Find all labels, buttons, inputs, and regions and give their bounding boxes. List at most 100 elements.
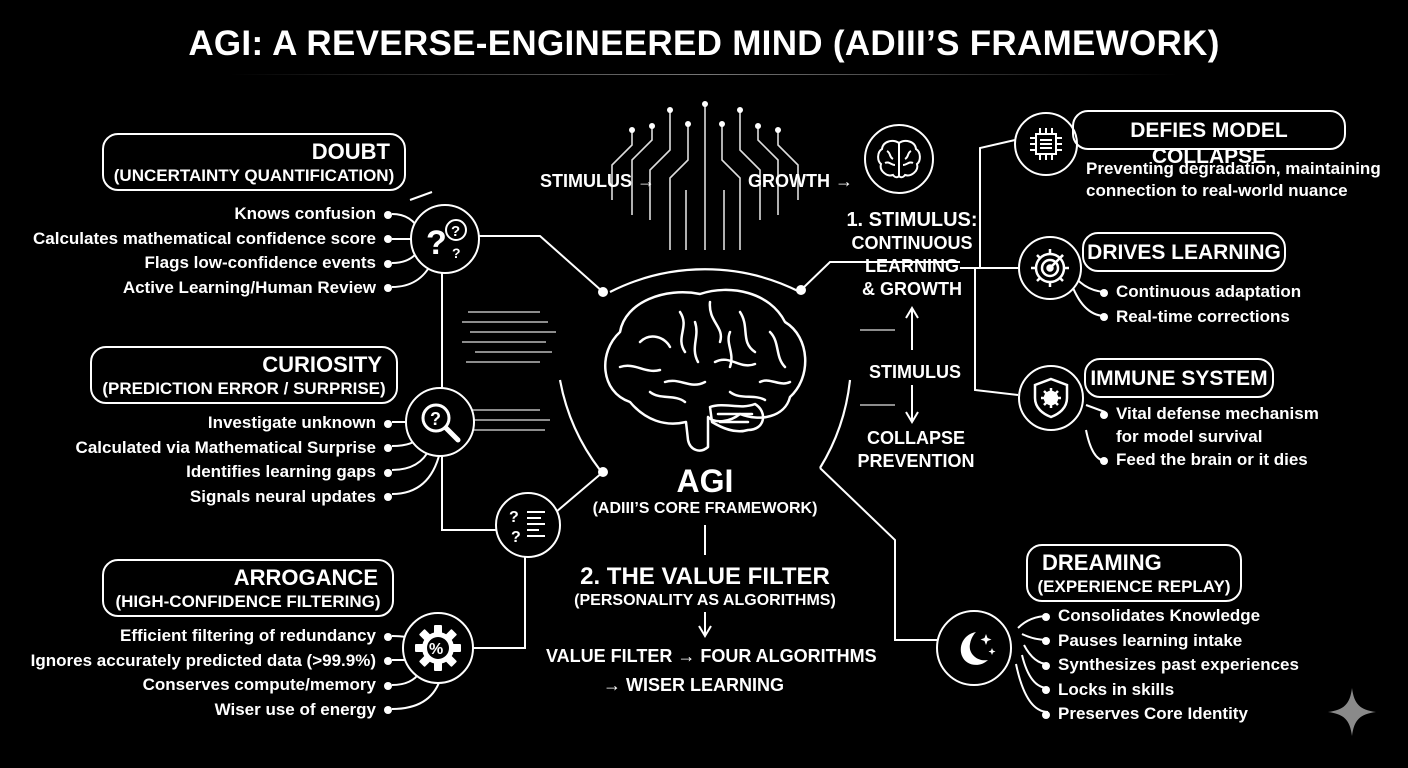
doubt-title: DOUBT [311, 139, 390, 164]
page-title: AGI: A REVERSE-ENGINEERED MIND (ADIII’S … [188, 24, 1220, 63]
list-item: Consolidates Knowledge [1042, 604, 1299, 629]
dreaming-subtitle: (EXPERIENCE REPLAY) [1037, 577, 1231, 596]
bullet-dot [1042, 686, 1050, 695]
list-item: Pauses learning intake [1042, 629, 1299, 654]
arrogance-list: Efficient filtering of redundancy Ignore… [10, 624, 392, 722]
arrogance-pill: ARROGANCE (HIGH-CONFIDENCE FILTERING) [102, 559, 394, 617]
drives-title: DRIVES LEARNING [1087, 241, 1281, 264]
doubt-subtitle: (UNCERTAINTY QUANTIFICATION) [113, 166, 395, 185]
sparkle-icon [1326, 686, 1378, 738]
curiosity-subtitle: (PREDICTION ERROR / SURPRISE) [102, 379, 386, 398]
value-filter-subtitle: (PERSONALITY AS ALGORITHMS) [574, 592, 836, 609]
dreaming-pill: DREAMING (EXPERIENCE REPLAY) [1026, 544, 1242, 602]
side-stimulus-label: STIMULUS [869, 362, 961, 382]
target-gear-icon [1018, 236, 1082, 300]
svg-text:?: ? [430, 409, 441, 429]
agi-subtitle: (ADIII’S CORE FRAMEWORK) [592, 500, 818, 517]
svg-text:%: % [429, 641, 443, 658]
bullet-dot [1042, 612, 1050, 621]
list-item: Knows confusion [10, 202, 392, 227]
bullet-dot [1042, 710, 1050, 719]
arrogance-title: ARROGANCE [233, 565, 378, 590]
immune-pill: IMMUNE SYSTEM [1084, 358, 1274, 398]
drives-pill: DRIVES LEARNING [1082, 232, 1286, 272]
bullet-dot [1100, 456, 1108, 465]
stimulus-arrow-label: STIMULUS → [540, 171, 655, 191]
svg-text:?: ? [426, 224, 447, 262]
list-item: Conserves compute/memory [10, 673, 392, 698]
list-item: Continuous adaptation [1100, 280, 1301, 305]
bullet-dot [384, 419, 392, 428]
svg-text:?: ? [511, 529, 521, 546]
immune-title: IMMUNE SYSTEM [1090, 367, 1268, 390]
svg-text:?: ? [509, 509, 519, 526]
growth-arrow-label: GROWTH → [748, 171, 853, 191]
doubt-pill: DOUBT (UNCERTAINTY QUANTIFICATION) [102, 133, 406, 191]
bullet-dot [1042, 661, 1050, 670]
value-flow-line-1: VALUE FILTER → FOUR ALGORITHMS [546, 646, 877, 666]
drives-list: Continuous adaptation Real-time correcti… [1100, 280, 1301, 329]
list-item: Identifies learning gaps [10, 460, 392, 485]
bullet-dot [384, 493, 392, 502]
bullet-dot [384, 706, 392, 715]
gear-percent-icon: % [402, 612, 474, 684]
agi-title: AGI [676, 463, 734, 499]
bullet-dot [384, 468, 392, 477]
svg-text:?: ? [451, 223, 460, 240]
bullet-dot [384, 259, 392, 268]
brain-illustration [590, 282, 820, 462]
shield-icon [1018, 365, 1084, 431]
defies-title: DEFIES MODEL COLLAPSE [1130, 119, 1288, 168]
list-item: Preserves Core Identity [1042, 702, 1299, 727]
magnifier-icon: ? [405, 387, 475, 457]
stimulus-header: 1. STIMULUS: CONTINUOUS LEARNING & GROWT… [846, 209, 978, 299]
bullet-dot [1100, 288, 1108, 297]
dreaming-title: DREAMING [1042, 550, 1162, 575]
list-item: Calculated via Mathematical Surprise [10, 436, 392, 461]
list-item: Vital defense mechanism [1100, 402, 1319, 425]
curiosity-title: CURIOSITY [262, 352, 382, 377]
circuit-traces [611, 104, 799, 250]
collapse-prevention-label: COLLAPSE PREVENTION [857, 428, 975, 471]
bullet-dot [384, 284, 392, 293]
bullet-dot [1042, 637, 1050, 646]
list-item: Feed the brain or it dies [1100, 448, 1319, 471]
list-item: Synthesizes past experiences [1042, 653, 1299, 678]
defies-pill: DEFIES MODEL COLLAPSE [1072, 110, 1346, 168]
arrogance-subtitle: (HIGH-CONFIDENCE FILTERING) [115, 592, 381, 611]
list-item: Investigate unknown [10, 411, 392, 436]
bullet-dot [384, 210, 392, 219]
bullet-dot [384, 235, 392, 244]
dreaming-list: Consolidates Knowledge Pauses learning i… [1042, 604, 1299, 727]
list-item-continued: for model survival [1116, 427, 1263, 446]
defies-description: Preventing degradation, maintaining conn… [1086, 159, 1381, 200]
value-flow-line-2: → WISER LEARNING [603, 675, 785, 695]
list-item: Signals neural updates [10, 485, 392, 510]
list-item: Efficient filtering of redundancy [10, 624, 392, 649]
bullet-dot [384, 657, 392, 666]
bullet-dot [1100, 313, 1108, 322]
list-item: Calculates mathematical confidence score [10, 227, 392, 252]
list-item: Locks in skills [1042, 678, 1299, 703]
moon-stars-icon [936, 610, 1012, 686]
chip-icon [1014, 112, 1078, 176]
curiosity-pill: CURIOSITY (PREDICTION ERROR / SURPRISE) [90, 346, 398, 404]
question-marks-icon: ? ? ? [410, 204, 480, 274]
value-filter-title: 2. THE VALUE FILTER [580, 563, 830, 590]
list-item: Flags low-confidence events [10, 251, 392, 276]
list-item: Active Learning/Human Review [10, 276, 392, 301]
list-item: Wiser use of energy [10, 698, 392, 723]
svg-text:?: ? [452, 245, 461, 261]
bullet-dot [1100, 410, 1108, 419]
title-divider [230, 74, 1178, 75]
brain-icon [864, 124, 934, 194]
bullet-dot [384, 444, 392, 453]
bullet-dot [384, 681, 392, 690]
immune-list: Vital defense mechanism for model surviv… [1100, 402, 1319, 471]
doubt-list: Knows confusion Calculates mathematical … [10, 202, 392, 300]
curiosity-list: Investigate unknown Calculated via Mathe… [10, 411, 392, 509]
list-item: Real-time corrections [1100, 305, 1301, 330]
list-item: Ignores accurately predicted data (>99.9… [10, 649, 392, 674]
bullet-dot [384, 632, 392, 641]
